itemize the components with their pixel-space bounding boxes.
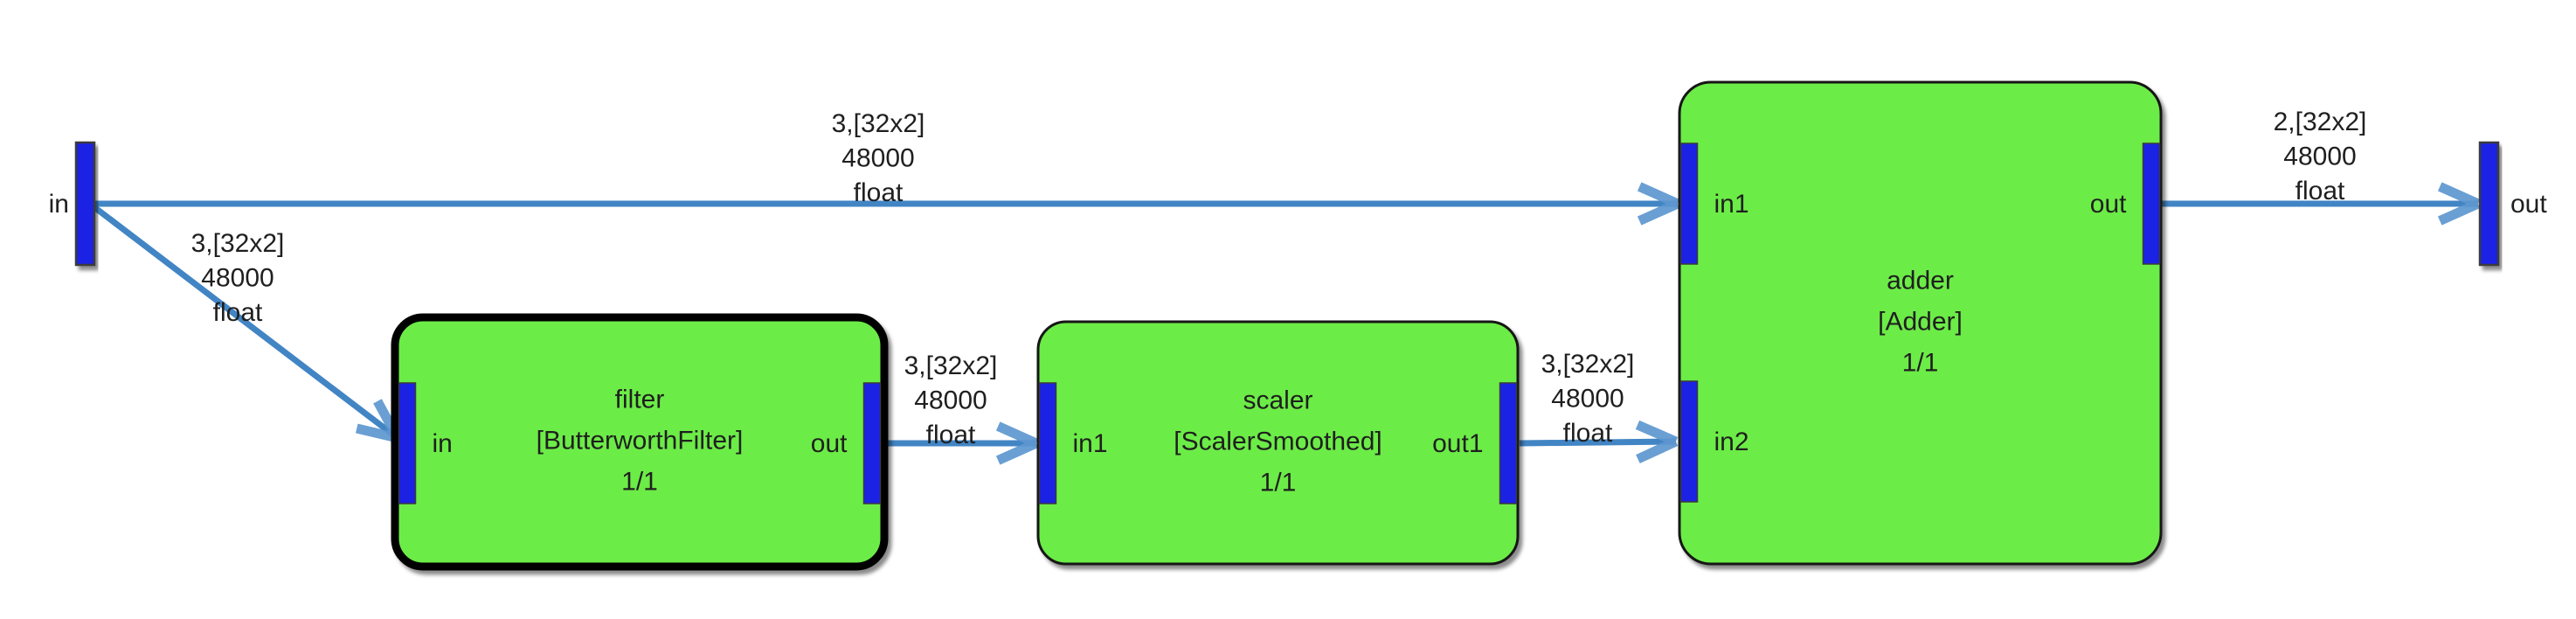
edge-label-line: 48000 — [2283, 142, 2356, 170]
port-scaler-out1[interactable] — [1499, 382, 1518, 504]
edge-scaler-to-adder-in2[interactable] — [1519, 420, 1679, 464]
port-adder-in2[interactable] — [1679, 380, 1699, 503]
terminals-layer: in out — [49, 141, 2547, 267]
arrowhead-icon — [1637, 198, 1680, 226]
terminal-bar-in[interactable] — [74, 141, 96, 267]
node-type: [Adder] — [1878, 307, 1963, 336]
arrowhead-icon — [995, 438, 1039, 465]
terminal-label-out: out — [2510, 190, 2547, 219]
node-title: adder — [1887, 266, 1954, 295]
edge-label-line: 48000 — [1551, 384, 1624, 413]
edge-label-line: float — [1563, 419, 1613, 448]
node-type: [ScalerSmoothed] — [1174, 427, 1381, 456]
terminal-in: in — [49, 141, 96, 267]
edge-label-line: 3,[32x2] — [191, 229, 285, 258]
arrowhead-icon — [1637, 182, 1680, 209]
edge-label-line: 3,[32x2] — [832, 109, 925, 138]
port-adder-in1[interactable] — [1679, 143, 1699, 265]
edge-filter-to-scaler[interactable] — [881, 421, 1039, 465]
edge-label-line: 48000 — [914, 386, 987, 414]
arrowhead-icon — [1636, 437, 1679, 464]
terminal-out: out — [2478, 141, 2547, 267]
edge-label-adder-to-out: 2,[32x2] 48000 float — [2274, 108, 2367, 205]
edge-in-to-adder-in1[interactable] — [94, 182, 1680, 226]
node-title: filter — [615, 385, 665, 414]
edge-label-filter-to-scaler: 3,[32x2] 48000 float — [904, 351, 998, 449]
port-filter-out[interactable] — [862, 382, 882, 504]
port-adder-out[interactable] — [2142, 143, 2161, 265]
port-scaler-in1[interactable] — [1038, 382, 1057, 504]
arrowhead-icon — [995, 421, 1039, 449]
edge-label-line: 2,[32x2] — [2274, 108, 2367, 136]
node-count: 1/1 — [1260, 468, 1297, 497]
arrowhead-icon — [2437, 198, 2481, 226]
nodes-layer: filter [ButterworthFilter] 1/1 in out scaler [… — [391, 80, 2163, 571]
node-scaler: scaler [ScalerSmoothed] 1/1 in1 out1 — [1036, 320, 1520, 566]
edge-label-line: float — [2296, 177, 2345, 205]
edge-label-in-to-adder-in1: 3,[32x2] 48000 float — [832, 109, 925, 207]
node-count: 1/1 — [621, 467, 658, 496]
terminal-label-in: in — [49, 190, 69, 219]
edge-labels-layer: 3,[32x2]48000float3,[32x2]48000float3,[3… — [191, 108, 2367, 449]
arrowhead-icon — [1635, 420, 1679, 447]
port-label-adder-in1: in1 — [1714, 190, 1749, 219]
port-label-adder-in2: in2 — [1714, 428, 1749, 456]
edge-label-scaler-to-adder-in2: 3,[32x2] 48000 float — [1541, 350, 1635, 448]
edge-label-line: 3,[32x2] — [904, 351, 998, 380]
port-filter-in[interactable] — [398, 382, 417, 504]
port-label-filter-out: out — [811, 429, 848, 458]
edge-label-line: float — [213, 298, 263, 327]
edge-label-line: float — [854, 178, 904, 207]
port-label-scaler-in1: in1 — [1073, 429, 1108, 458]
edge-label-line: 3,[32x2] — [1541, 350, 1635, 379]
node-adder: adder [Adder] 1/1 in1 in2 out — [1678, 80, 2163, 566]
arrowhead-icon — [2437, 182, 2481, 209]
edge-adder-to-out[interactable] — [2162, 182, 2481, 226]
node-body-scaler[interactable] — [1036, 320, 1520, 566]
edge-label-line: 48000 — [201, 263, 274, 292]
edge-label-in-to-filter-in: 3,[32x2] 48000 float — [191, 229, 285, 327]
edge-line — [92, 205, 400, 441]
node-title: scaler — [1243, 386, 1312, 414]
node-count: 1/1 — [1902, 348, 1939, 377]
port-label-scaler-out1: out1 — [1432, 429, 1483, 458]
port-label-adder-out: out — [2090, 190, 2127, 219]
arrowhead-icon — [356, 423, 399, 443]
edge-label-line: 48000 — [841, 143, 914, 172]
port-label-filter-in: in — [433, 429, 453, 458]
node-type: [ButterworthFilter] — [537, 426, 744, 455]
node-filter: filter [ButterworthFilter] 1/1 in out — [391, 313, 889, 571]
node-body-adder[interactable] — [1678, 80, 2163, 566]
edge-label-line: float — [926, 421, 976, 449]
terminal-bar-out[interactable] — [2478, 141, 2500, 267]
node-body-filter[interactable] — [391, 313, 889, 571]
edges-layer — [92, 182, 2481, 465]
edge-line — [1519, 438, 1677, 447]
